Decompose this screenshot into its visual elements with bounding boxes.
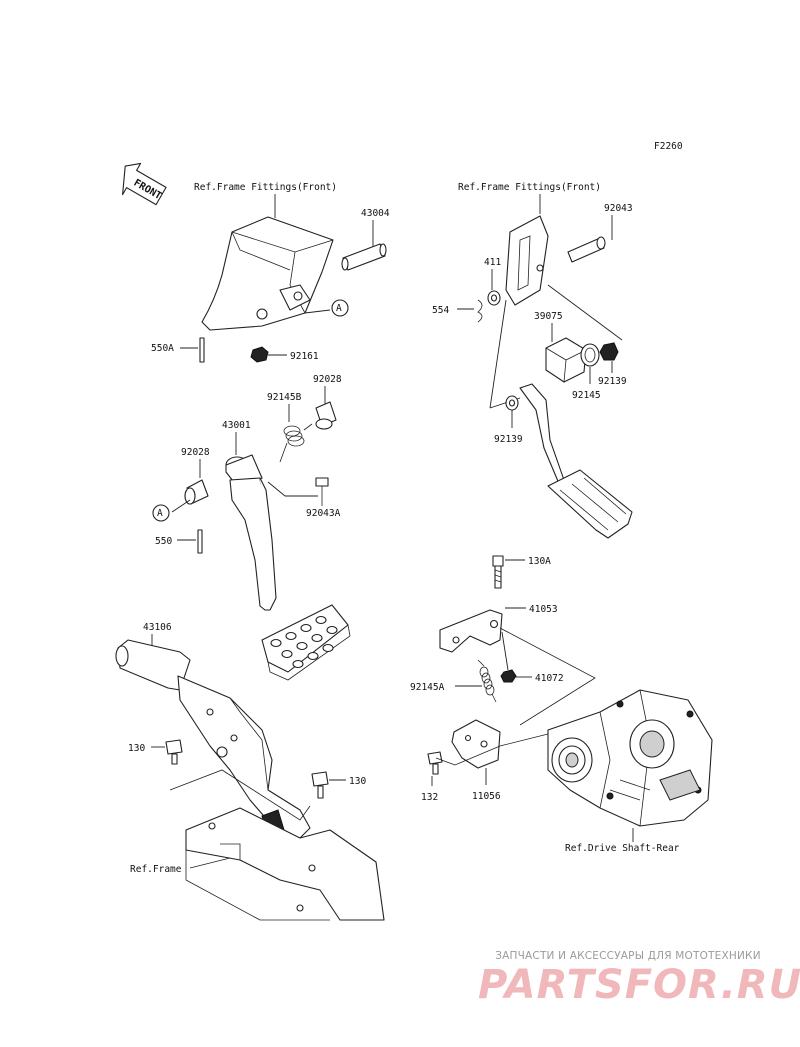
- bolt-130a: [492, 555, 504, 589]
- label-43004: 43004: [361, 208, 390, 219]
- front-arrow-icon: FRONT: [122, 162, 167, 206]
- label-550: 550: [155, 536, 172, 547]
- watermark: ЗАПЧАСТИ И АКСЕССУАРЫ ДЛЯ МОТОТЕХНИКИ PA…: [478, 950, 800, 1008]
- label-92139-left: 92139: [494, 434, 523, 445]
- watermark-logo: PARTSFOR.RU: [478, 962, 800, 1008]
- spring-92145b: [279, 423, 313, 463]
- ref-frame-fittings-right: Ref.Frame Fittings(Front): [458, 182, 601, 193]
- label-92145a: 92145A: [410, 682, 445, 693]
- bolt-130-left: [165, 739, 183, 765]
- bolt-leader-130: [169, 769, 311, 821]
- label-92043: 92043: [604, 203, 633, 214]
- spring-92145a: [477, 659, 497, 703]
- ref-frame-fittings-left: Ref.Frame Fittings(Front): [194, 182, 337, 193]
- label-a-bottom: A: [157, 508, 163, 519]
- pedal-bracket: [201, 216, 334, 331]
- label-411: 411: [484, 257, 501, 268]
- pedal-holder-39075: [545, 337, 587, 383]
- bushing-92028-top: [315, 401, 337, 430]
- pin-92043a: [315, 477, 329, 506]
- accelerator-pedal: [519, 383, 633, 539]
- label-92161: 92161: [290, 351, 319, 362]
- nut-41072: [500, 669, 517, 683]
- label-43001: 43001: [222, 420, 251, 431]
- ref-frame: Ref.Frame: [130, 864, 182, 875]
- spring-92145: [580, 343, 600, 367]
- bolt-132: [427, 751, 443, 775]
- label-92028-left: 92028: [181, 447, 210, 458]
- nut-92161: [250, 346, 269, 363]
- drive-shaft-housing: [547, 689, 713, 827]
- ref-drive-shaft-rear: Ref.Drive Shaft-Rear: [565, 843, 680, 854]
- label-11056: 11056: [472, 791, 501, 802]
- label-92139-right: 92139: [598, 376, 627, 387]
- label-130-left: 130: [128, 743, 145, 754]
- label-550a: 550A: [151, 343, 174, 354]
- label-92145b: 92145B: [267, 392, 302, 403]
- clip-554: [477, 299, 483, 323]
- label-a-top: A: [336, 303, 342, 314]
- label-43106: 43106: [143, 622, 172, 633]
- nut-92139-left: [505, 395, 519, 411]
- label-41072: 41072: [535, 673, 564, 684]
- diagram-code: F2260: [654, 141, 683, 152]
- parking-brake-lever-43106: [115, 639, 311, 841]
- ref-circle-a-bottom: [152, 504, 170, 522]
- brake-pedal-43001: [225, 454, 351, 681]
- label-130-right: 130: [349, 776, 366, 787]
- bracket-11056: [451, 719, 501, 769]
- label-92043a: 92043A: [306, 508, 341, 519]
- label-92145: 92145: [572, 390, 601, 401]
- frame-section: [185, 807, 385, 921]
- accelerator-bracket: [505, 215, 549, 306]
- ref-circle-a-top: [331, 299, 349, 317]
- pin-43004: [341, 243, 387, 271]
- bushing-92028-left: [184, 479, 209, 505]
- pedal-pad-holes: [270, 615, 338, 669]
- pin-92043: [567, 236, 606, 263]
- washer-411: [487, 290, 501, 306]
- label-554: 554: [432, 305, 449, 316]
- label-132: 132: [421, 792, 438, 803]
- label-130a: 130A: [528, 556, 551, 567]
- lever-41053: [439, 609, 503, 653]
- linkage-line: [499, 627, 596, 726]
- bolt-130-right: [311, 771, 329, 799]
- label-41053: 41053: [529, 604, 558, 615]
- cotter-pin-550: [197, 529, 203, 554]
- nut-92139-right: [599, 342, 619, 361]
- label-92028-top: 92028: [313, 374, 342, 385]
- label-39075: 39075: [534, 311, 563, 322]
- bolt-leader-132: [435, 733, 549, 766]
- cotter-pin-550a: [199, 337, 205, 363]
- watermark-tagline: ЗАПЧАСТИ И АКСЕССУАРЫ ДЛЯ МОТОТЕХНИКИ: [495, 950, 761, 962]
